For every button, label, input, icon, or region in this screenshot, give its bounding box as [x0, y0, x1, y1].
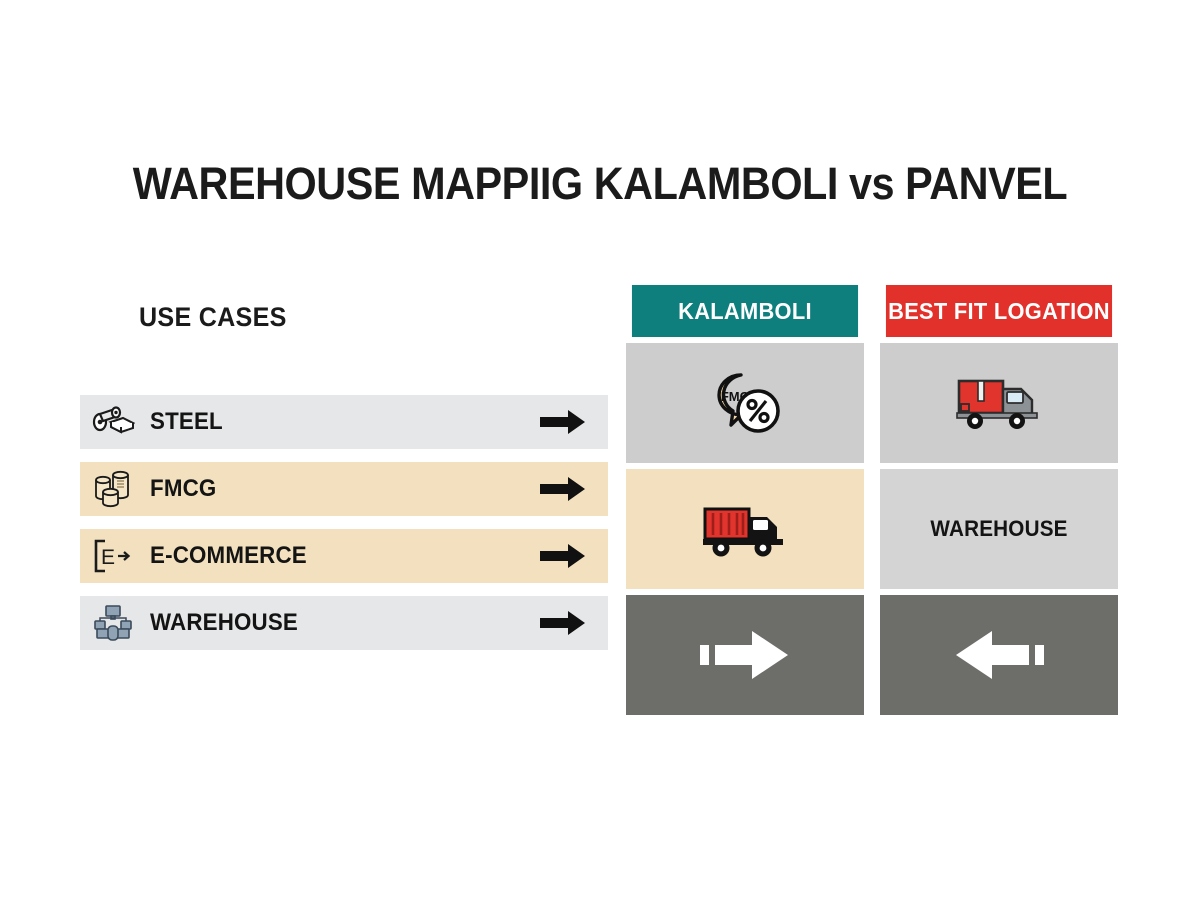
network-nodes-icon: [90, 603, 136, 643]
e-commerce-icon: E: [90, 536, 136, 576]
cell-kalamboli-direction: [626, 595, 864, 715]
use-case-label: E-COMMERCE: [150, 542, 307, 569]
use-case-row-steel[interactable]: STEEL: [80, 395, 608, 449]
cell-bestfit-truck: [880, 343, 1118, 463]
arrow-right-icon: [540, 610, 586, 636]
column-header-best-fit-location: BEST FIT LOGATION: [885, 285, 1113, 337]
use-case-label: FMCG: [150, 475, 217, 502]
cell-kalamboli-fmcg-discount: FMCG: [626, 343, 864, 463]
fmcg-discount-bubble-icon: FMCG: [707, 369, 783, 437]
red-container-truck-icon: [699, 499, 791, 559]
cell-bestfit-direction: [880, 595, 1118, 715]
arrow-right-white-icon: [698, 625, 792, 685]
use-case-row-e-commerce[interactable]: E E-COMMERCE: [80, 529, 608, 583]
use-case-list: STEEL: [80, 395, 608, 650]
svg-text:E: E: [101, 546, 115, 569]
arrow-right-icon: [540, 409, 586, 435]
arrow-right-icon: [540, 543, 586, 569]
use-case-row-warehouse[interactable]: WAREHOUSE: [80, 596, 608, 650]
use-cases-heading: USE CASES: [139, 302, 287, 332]
warehouse-text: WAREHOUSE: [930, 516, 1068, 541]
cell-bestfit-warehouse-label: WAREHOUSE: [880, 469, 1118, 589]
page-title: WAREHOUSE MAPPIIG KALAMBOLI vs PANVEL: [132, 158, 1068, 209]
column-best-fit-location: BEST FIT LOGATION WAREHOUSE: [880, 285, 1118, 715]
steel-coil-icon: [90, 402, 136, 442]
column-header-kalamboli: KALAMBOLI: [631, 285, 859, 337]
arrow-right-icon: [540, 476, 586, 502]
arrow-left-white-icon: [952, 625, 1046, 685]
use-case-label: STEEL: [150, 408, 223, 435]
red-box-truck-icon: [953, 373, 1045, 433]
cell-kalamboli-truck: [626, 469, 864, 589]
use-case-label: WAREHOUSE: [150, 609, 299, 636]
cans-icon: [90, 469, 136, 509]
column-kalamboli: KALAMBOLI FMCG: [626, 285, 864, 715]
use-case-row-fmcg[interactable]: FMCG: [80, 462, 608, 516]
